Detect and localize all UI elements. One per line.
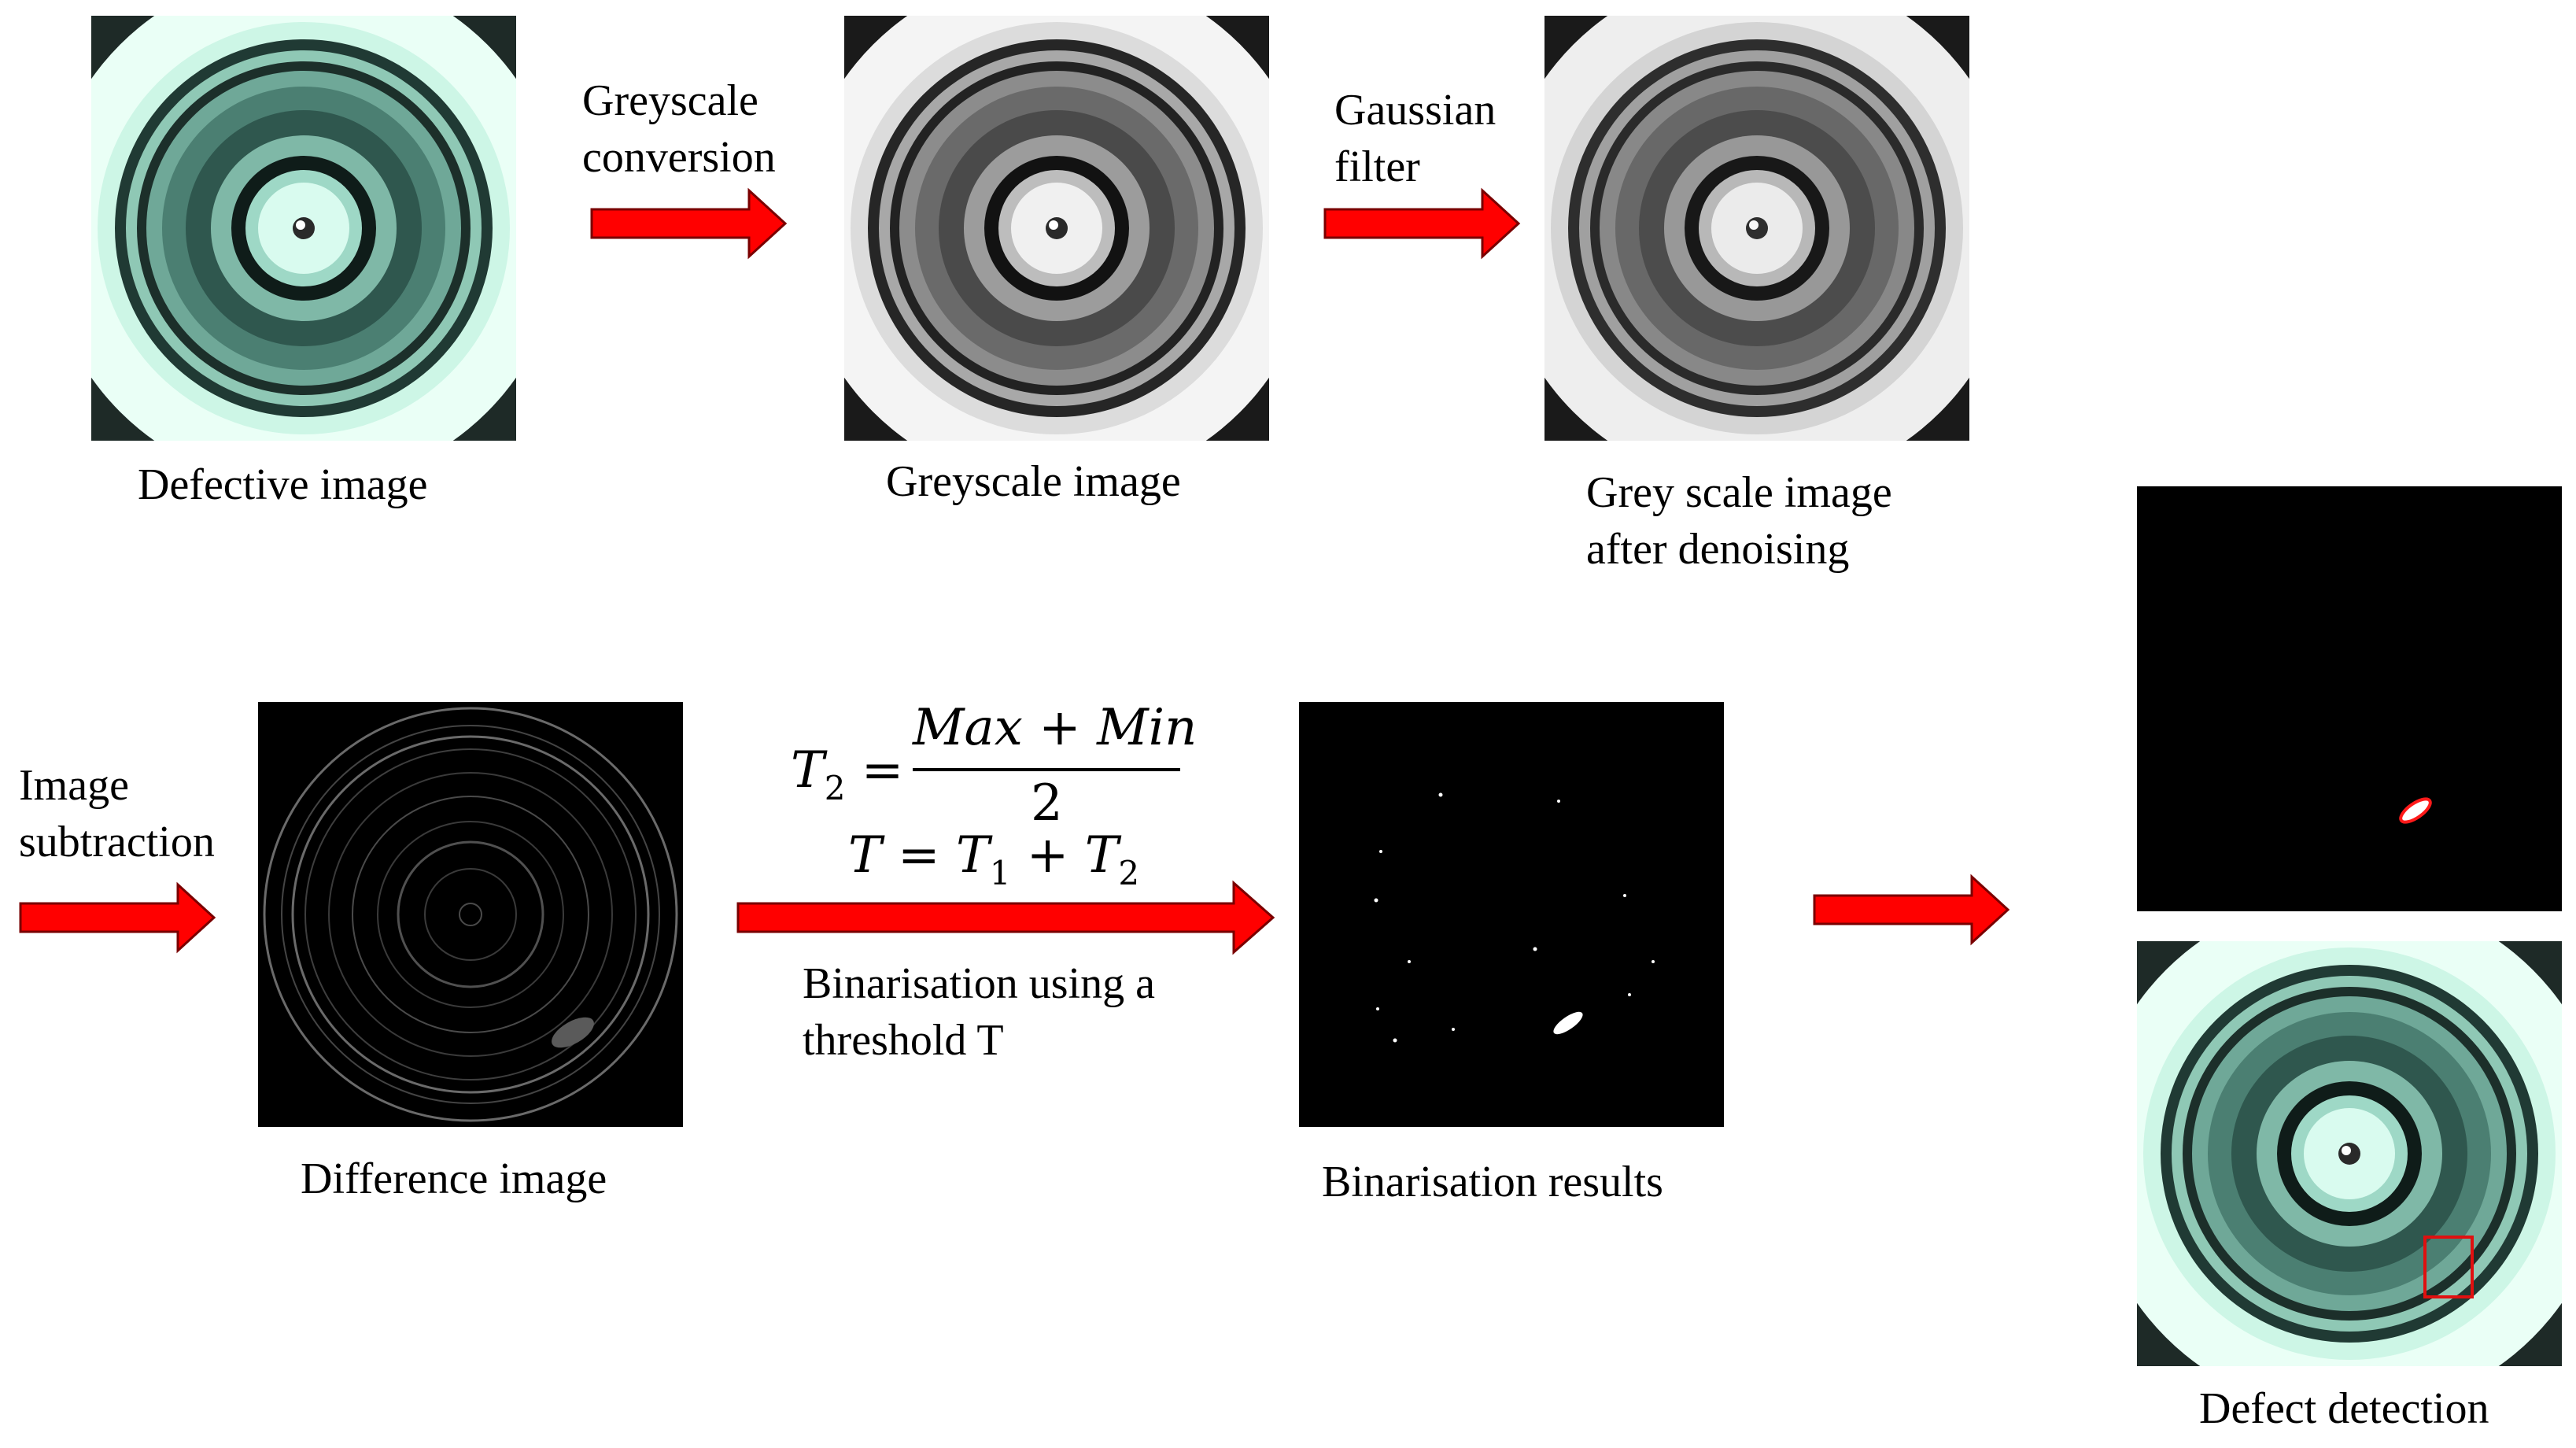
formula-fraction-bar xyxy=(913,768,1180,771)
detection-box xyxy=(2423,1236,2474,1298)
step-binarise-line2: threshold T xyxy=(803,1016,1004,1065)
step-subtraction-line2: subtraction xyxy=(19,818,215,866)
detection-mask-image xyxy=(2137,486,2562,911)
difference-image xyxy=(258,702,683,1127)
process-arrow-icon xyxy=(19,881,216,954)
formula-t: T = T1 + T2 xyxy=(848,826,1140,892)
caption-detection: Defect detection xyxy=(2199,1384,2489,1433)
process-arrow-icon xyxy=(1323,187,1521,260)
defective-image xyxy=(91,16,516,441)
caption-denoised-line2: after denoising xyxy=(1586,525,1850,574)
caption-binarisation: Binarisation results xyxy=(1322,1158,1663,1206)
caption-greyscale: Greyscale image xyxy=(886,457,1181,506)
process-arrow-icon xyxy=(1813,874,2010,946)
process-arrow-icon xyxy=(590,187,788,260)
process-arrow-icon xyxy=(736,880,1275,955)
step-gaussian-line2: filter xyxy=(1334,142,1420,191)
caption-denoised-line1: Grey scale image xyxy=(1586,468,1892,517)
caption-difference: Difference image xyxy=(301,1154,607,1203)
formula-t2: T2 = xyxy=(791,741,904,807)
step-subtraction-line1: Image xyxy=(19,761,129,810)
formula-denominator: 2 xyxy=(1031,774,1063,833)
step-gaussian-line1: Gaussian xyxy=(1334,86,1497,135)
denoised-image xyxy=(1544,16,1969,441)
step-binarise-line1: Binarisation using a xyxy=(803,959,1155,1008)
caption-defective: Defective image xyxy=(138,460,428,509)
formula-numerator: Max + Min xyxy=(913,699,1198,757)
greyscale-image xyxy=(844,16,1269,441)
step-greyscale-line1: Greyscale xyxy=(582,76,758,125)
binarisation-image xyxy=(1299,702,1724,1127)
detection-result-image xyxy=(2137,941,2562,1366)
step-greyscale-line2: conversion xyxy=(582,133,776,182)
